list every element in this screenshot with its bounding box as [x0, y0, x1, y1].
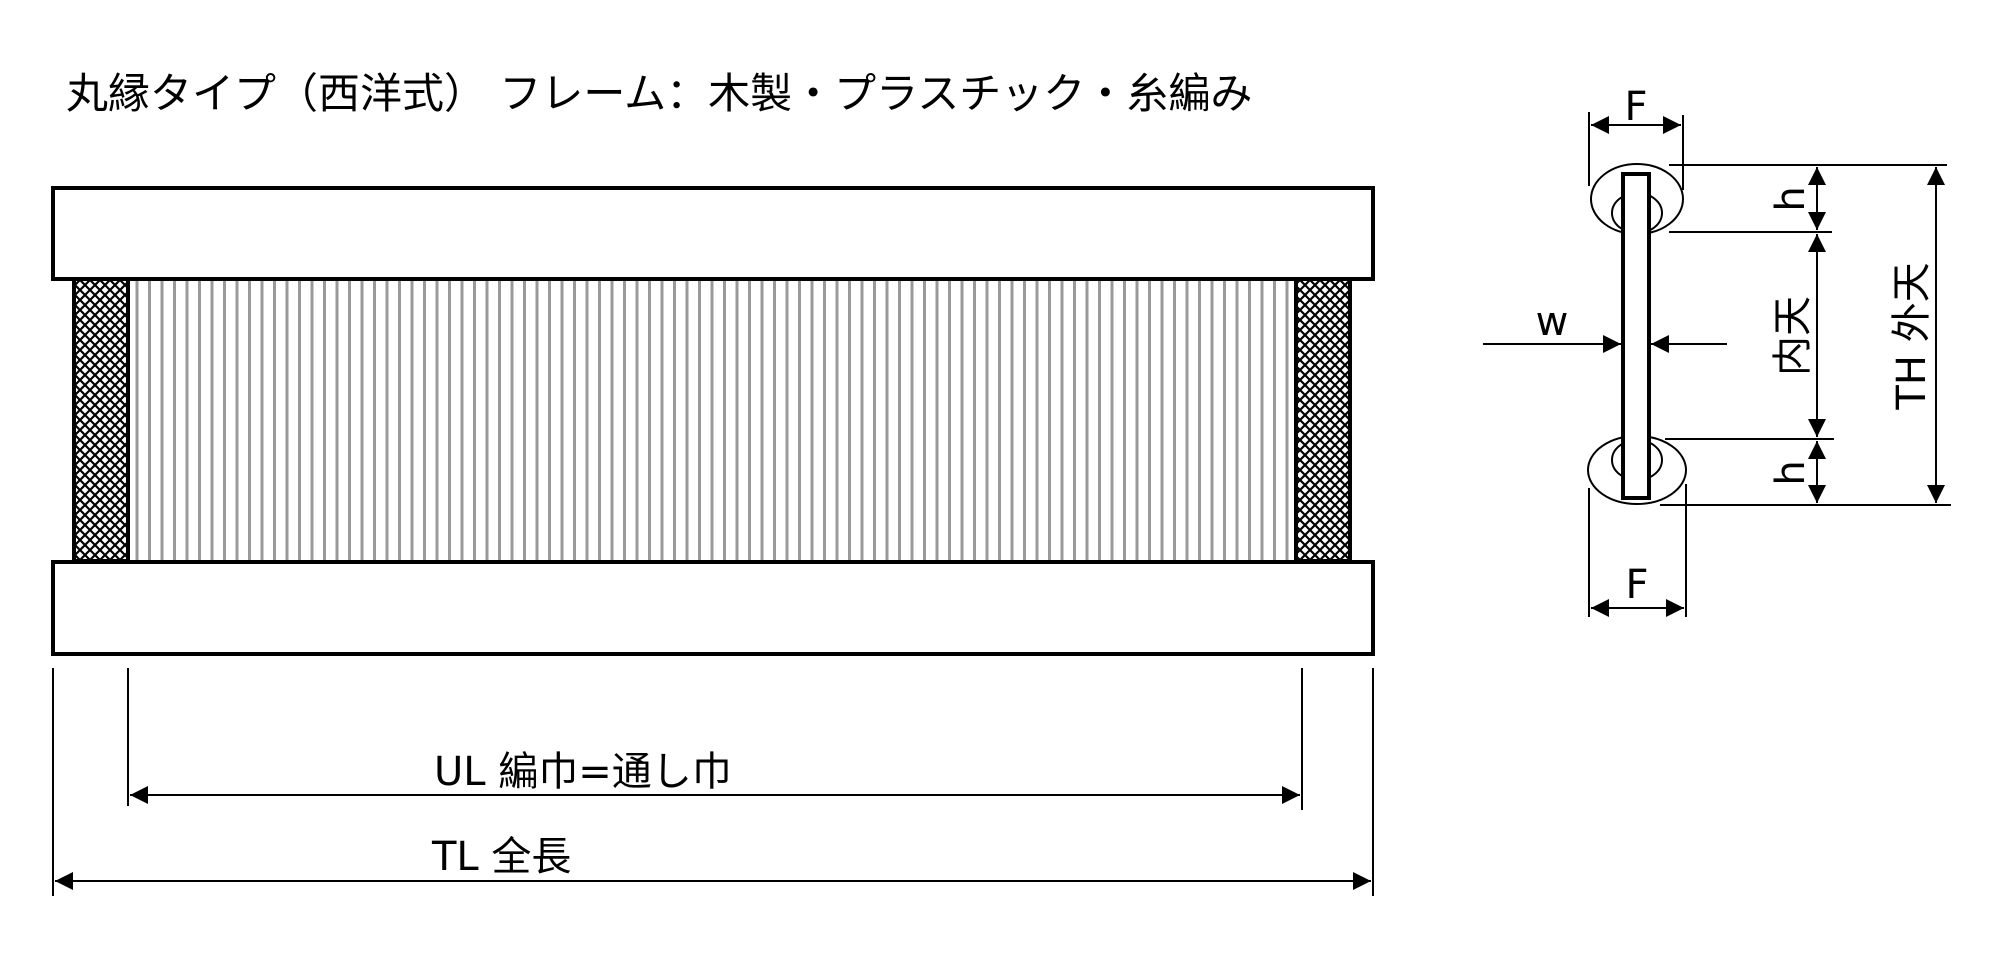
top-frame-bar	[51, 186, 1375, 281]
h-top-label: h	[1768, 186, 1814, 211]
side-view: F F h h 内天 TH 外天 w	[1483, 84, 1951, 617]
w-label: w	[1536, 299, 1569, 345]
reed-wire-section	[1621, 172, 1651, 500]
inner-height-label: 内天	[1770, 296, 1816, 376]
h-bottom-label: h	[1768, 460, 1814, 485]
th-label: TH 外天	[1889, 262, 1935, 410]
ul-label: UL 編巾=通し巾	[434, 749, 732, 795]
bottom-frame-bar	[51, 560, 1375, 656]
warp-wires	[135, 281, 1289, 560]
diagram-title: 丸縁タイプ（西洋式） フレーム：木製・プラスチック・糸編み	[66, 69, 1252, 118]
tl-label: TL 全長	[431, 834, 571, 880]
f-top-label: F	[1624, 84, 1647, 130]
f-bottom-label: F	[1625, 562, 1648, 608]
left-end-binding	[72, 277, 130, 563]
front-view: UL 編巾=通し巾 TL 全長	[51, 186, 1375, 896]
right-end-binding	[1294, 277, 1352, 563]
